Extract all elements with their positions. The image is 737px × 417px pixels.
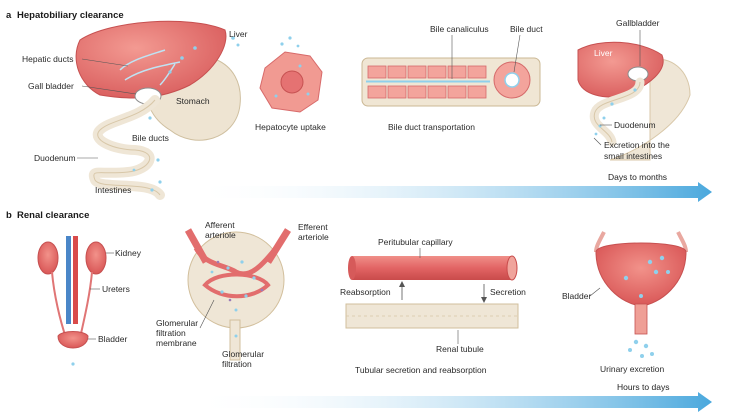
- label-gallbladder-right: Gallbladder: [616, 18, 660, 28]
- intestine-tube-outer: [88, 95, 165, 200]
- label-ureters: Ureters: [102, 284, 130, 294]
- duodenum-right-line: [593, 81, 641, 143]
- label-efferent-1: Efferent: [298, 222, 328, 232]
- timescale-a: Days to months: [608, 172, 667, 182]
- label-reabsorption: Reabsorption: [340, 287, 391, 297]
- urine-drop: [71, 362, 75, 366]
- label-urinary-excretion: Urinary excretion: [600, 364, 665, 374]
- label-glom-filtration-2: filtration: [222, 359, 252, 369]
- label-afferent-2: arteriole: [205, 230, 236, 240]
- timescale-arrow-b: [190, 392, 712, 412]
- leader-bile-duct: [513, 34, 521, 73]
- bile-duct-lumen: [504, 72, 520, 88]
- vein: [66, 236, 71, 324]
- ureters-lines: [51, 271, 93, 339]
- label-efferent-2: arteriole: [298, 232, 329, 242]
- label-bile-ducts: Bile ducts: [132, 133, 169, 143]
- label-bile-duct: Bile duct: [510, 24, 543, 34]
- panel-a-title: Hepatobiliary clearance: [17, 10, 124, 21]
- bowman-capsule: [187, 231, 285, 329]
- label-bile-canaliculus: Bile canaliculus: [430, 24, 489, 34]
- leader-hepatic-ducts: [81, 58, 129, 67]
- intestine-tube-line: [93, 99, 161, 196]
- reabsorption-arrowhead: [399, 281, 405, 287]
- bladder-particles: [623, 255, 670, 358]
- label-duodenum: Duodenum: [34, 153, 76, 163]
- urethra: [634, 303, 648, 335]
- kidney-right: [85, 241, 107, 275]
- glomerulus-particles: [210, 260, 256, 338]
- label-glom-filtration-1: Glomerular: [222, 349, 264, 359]
- efferent-vessel: [265, 228, 291, 264]
- label-bladder: Bladder: [98, 334, 127, 344]
- tubule-outlet: [229, 319, 241, 361]
- bile-cells: [367, 65, 487, 99]
- leader-excretion: [593, 137, 602, 146]
- label-glom-membrane-3: membrane: [156, 338, 197, 348]
- hepatocyte-nucleus: [280, 70, 304, 94]
- capillary-loop-2: [202, 272, 271, 299]
- label-kidney: Kidney: [115, 248, 142, 258]
- label-bladder-right: Bladder: [562, 291, 591, 301]
- afferent-vessel: [184, 228, 210, 264]
- label-liver: Liver: [229, 29, 248, 39]
- label-renal-tubule: Renal tubule: [436, 344, 484, 354]
- panel-b-title: Renal clearance: [17, 210, 89, 221]
- label-peritubular-capillary: Peritubular capillary: [378, 237, 453, 247]
- label-stomach: Stomach: [176, 96, 210, 106]
- peritubular-capillary: [352, 256, 512, 280]
- label-secretion: Secretion: [490, 287, 526, 297]
- liver-particles: [132, 36, 240, 192]
- label-excretion-1: Excretion into the: [604, 140, 670, 150]
- label-afferent-1: Afferent: [205, 220, 235, 230]
- hepatocyte-particles: [274, 36, 310, 98]
- glomerulus-particles-purple: [216, 260, 264, 302]
- label-duodenum-right: Duodenum: [614, 120, 656, 130]
- right-liver-particles: [594, 88, 637, 136]
- label-excretion-2: small intestines: [604, 151, 662, 161]
- panel-b-letter: b: [6, 210, 12, 221]
- label-intestines: Intestines: [95, 185, 131, 195]
- capillary-end-left: [348, 256, 356, 280]
- leader-gall-bladder: [81, 85, 137, 95]
- label-hepatocyte-uptake: Hepatocyte uptake: [255, 122, 326, 132]
- leader-bladder-right: [589, 287, 601, 297]
- leader-glom-membrane: [199, 299, 215, 329]
- label-bile-duct-transportation: Bile duct transportation: [388, 122, 475, 132]
- label-tubular-caption: Tubular secretion and reabsorption: [355, 365, 487, 375]
- label-glom-membrane-1: Glomerular: [156, 318, 198, 328]
- secretion-arrowhead: [481, 297, 487, 303]
- capillary-end-right: [506, 255, 518, 281]
- hepatic-ducts-lines: [119, 49, 181, 86]
- kidney-left: [37, 241, 59, 275]
- panel-a-letter: a: [6, 10, 12, 21]
- bladder-shape: [57, 331, 89, 349]
- label-hepatic-ducts: Hepatic ducts: [22, 54, 74, 64]
- timescale-b: Hours to days: [617, 382, 669, 392]
- label-glom-membrane-2: filtration: [156, 328, 186, 338]
- label-liver-right: Liver: [594, 48, 613, 58]
- artery: [73, 236, 78, 324]
- label-gall-bladder: Gall bladder: [28, 81, 74, 91]
- timescale-arrow-a: [190, 182, 712, 202]
